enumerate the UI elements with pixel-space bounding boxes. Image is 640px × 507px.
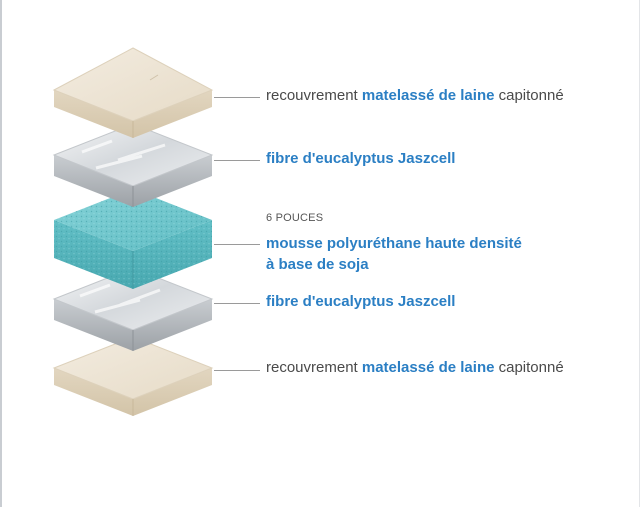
label-bottom-cover-suffix: capitonné <box>494 359 564 376</box>
label-foam-line2: à base de soja <box>266 256 369 273</box>
label-top-cover-prefix: recouvrement <box>266 87 362 104</box>
frame-left-edge <box>0 0 2 507</box>
connector-top-fiber <box>214 160 260 161</box>
connector-bottom-cover <box>214 370 260 371</box>
connector-top-cover <box>214 97 260 98</box>
label-top-cover: recouvrement matelassé de laine capitonn… <box>266 86 564 106</box>
layer-top-eucalyptus-fiber <box>52 123 214 207</box>
label-top-cover-highlight: matelassé de laine <box>361 87 495 104</box>
connector-foam <box>214 244 260 245</box>
layer-top-wool-cover <box>52 47 214 138</box>
layer-bottom-wool-cover <box>52 336 214 416</box>
label-foam: mousse polyuréthane haute densité à base… <box>266 233 522 275</box>
foam-thickness-caption: 6 POUCES <box>266 212 324 224</box>
layer-foam <box>54 189 212 289</box>
label-bottom-cover-prefix: recouvrement <box>266 359 362 376</box>
label-bottom-fiber: fibre d'eucalyptus Jaszcell <box>266 293 456 310</box>
connector-bottom-fiber <box>214 303 260 304</box>
layer-bottom-eucalyptus-fiber <box>52 267 214 351</box>
label-top-cover-suffix: capitonné <box>494 87 564 104</box>
label-bottom-cover: recouvrement matelassé de laine capitonn… <box>266 358 564 378</box>
label-foam-line1: mousse polyuréthane haute densité <box>266 235 522 252</box>
label-top-fiber: fibre d'eucalyptus Jaszcell <box>266 150 456 167</box>
label-bottom-cover-highlight: matelassé de laine <box>361 359 495 376</box>
